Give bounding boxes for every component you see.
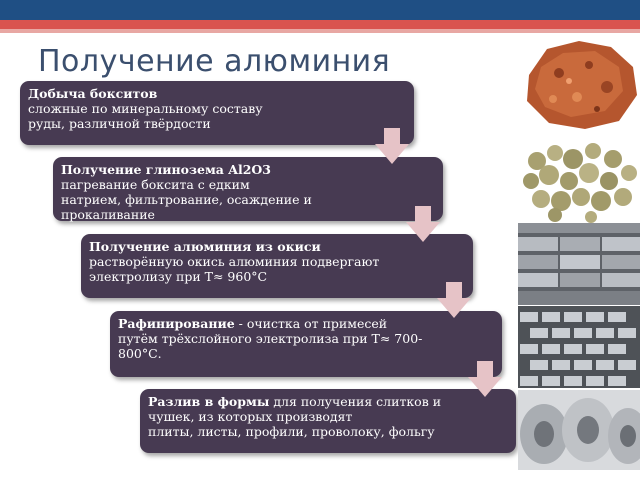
down-arrow-icon — [437, 282, 471, 318]
bauxite-rock-image — [519, 37, 640, 132]
step-description: растворённую окись алюминия подвергают э… — [89, 254, 380, 284]
step-description: - очистка от примесей путём трёхслойного… — [118, 316, 423, 361]
step-heading: Получение алюминия из окиси — [89, 239, 321, 254]
step-heading: Добыча бокситов — [28, 86, 158, 101]
step-heading: Получение глинозема Al2O3 — [61, 162, 271, 177]
header-band — [0, 0, 640, 20]
step-box-refining: Рафинирование - очистка от примесей путё… — [110, 311, 502, 377]
step-heading: Разлив в формы — [148, 394, 270, 409]
step-box-alumina-production: Получение глинозема Al2O3 пагревание бок… — [53, 157, 443, 222]
down-arrow-icon — [406, 206, 440, 242]
aluminum-coils-image — [518, 390, 640, 470]
aluminum-bars-stack-image — [518, 306, 640, 388]
step-heading: Рафинирование — [118, 316, 235, 331]
step-box-bauxite-mining: Добыча бокситов сложные по минеральному … — [20, 81, 414, 145]
aluminum-ingots-image — [518, 223, 640, 305]
slide-title: Получение алюминия — [38, 44, 391, 79]
step-box-electrolysis: Получение алюминия из окиси растворённую… — [81, 234, 473, 298]
down-arrow-icon — [375, 128, 409, 164]
step-description: пагревание боксита с едким натрием, филь… — [61, 177, 312, 222]
step-description: сложные по минеральному составу руды, ра… — [28, 101, 263, 131]
header-accent-band — [0, 20, 640, 29]
header-accent-line — [0, 29, 640, 33]
step-description: для получения слитков и чушек, из которы… — [148, 394, 442, 439]
step-box-casting: Разлив в формы для получения слитков и ч… — [140, 389, 516, 453]
step-text: Разлив в формы для получения слитков и ч… — [148, 394, 508, 439]
step-text: Рафинирование - очистка от примесей путё… — [118, 316, 494, 361]
alumina-pellets-image — [519, 139, 640, 223]
down-arrow-icon — [468, 361, 502, 397]
